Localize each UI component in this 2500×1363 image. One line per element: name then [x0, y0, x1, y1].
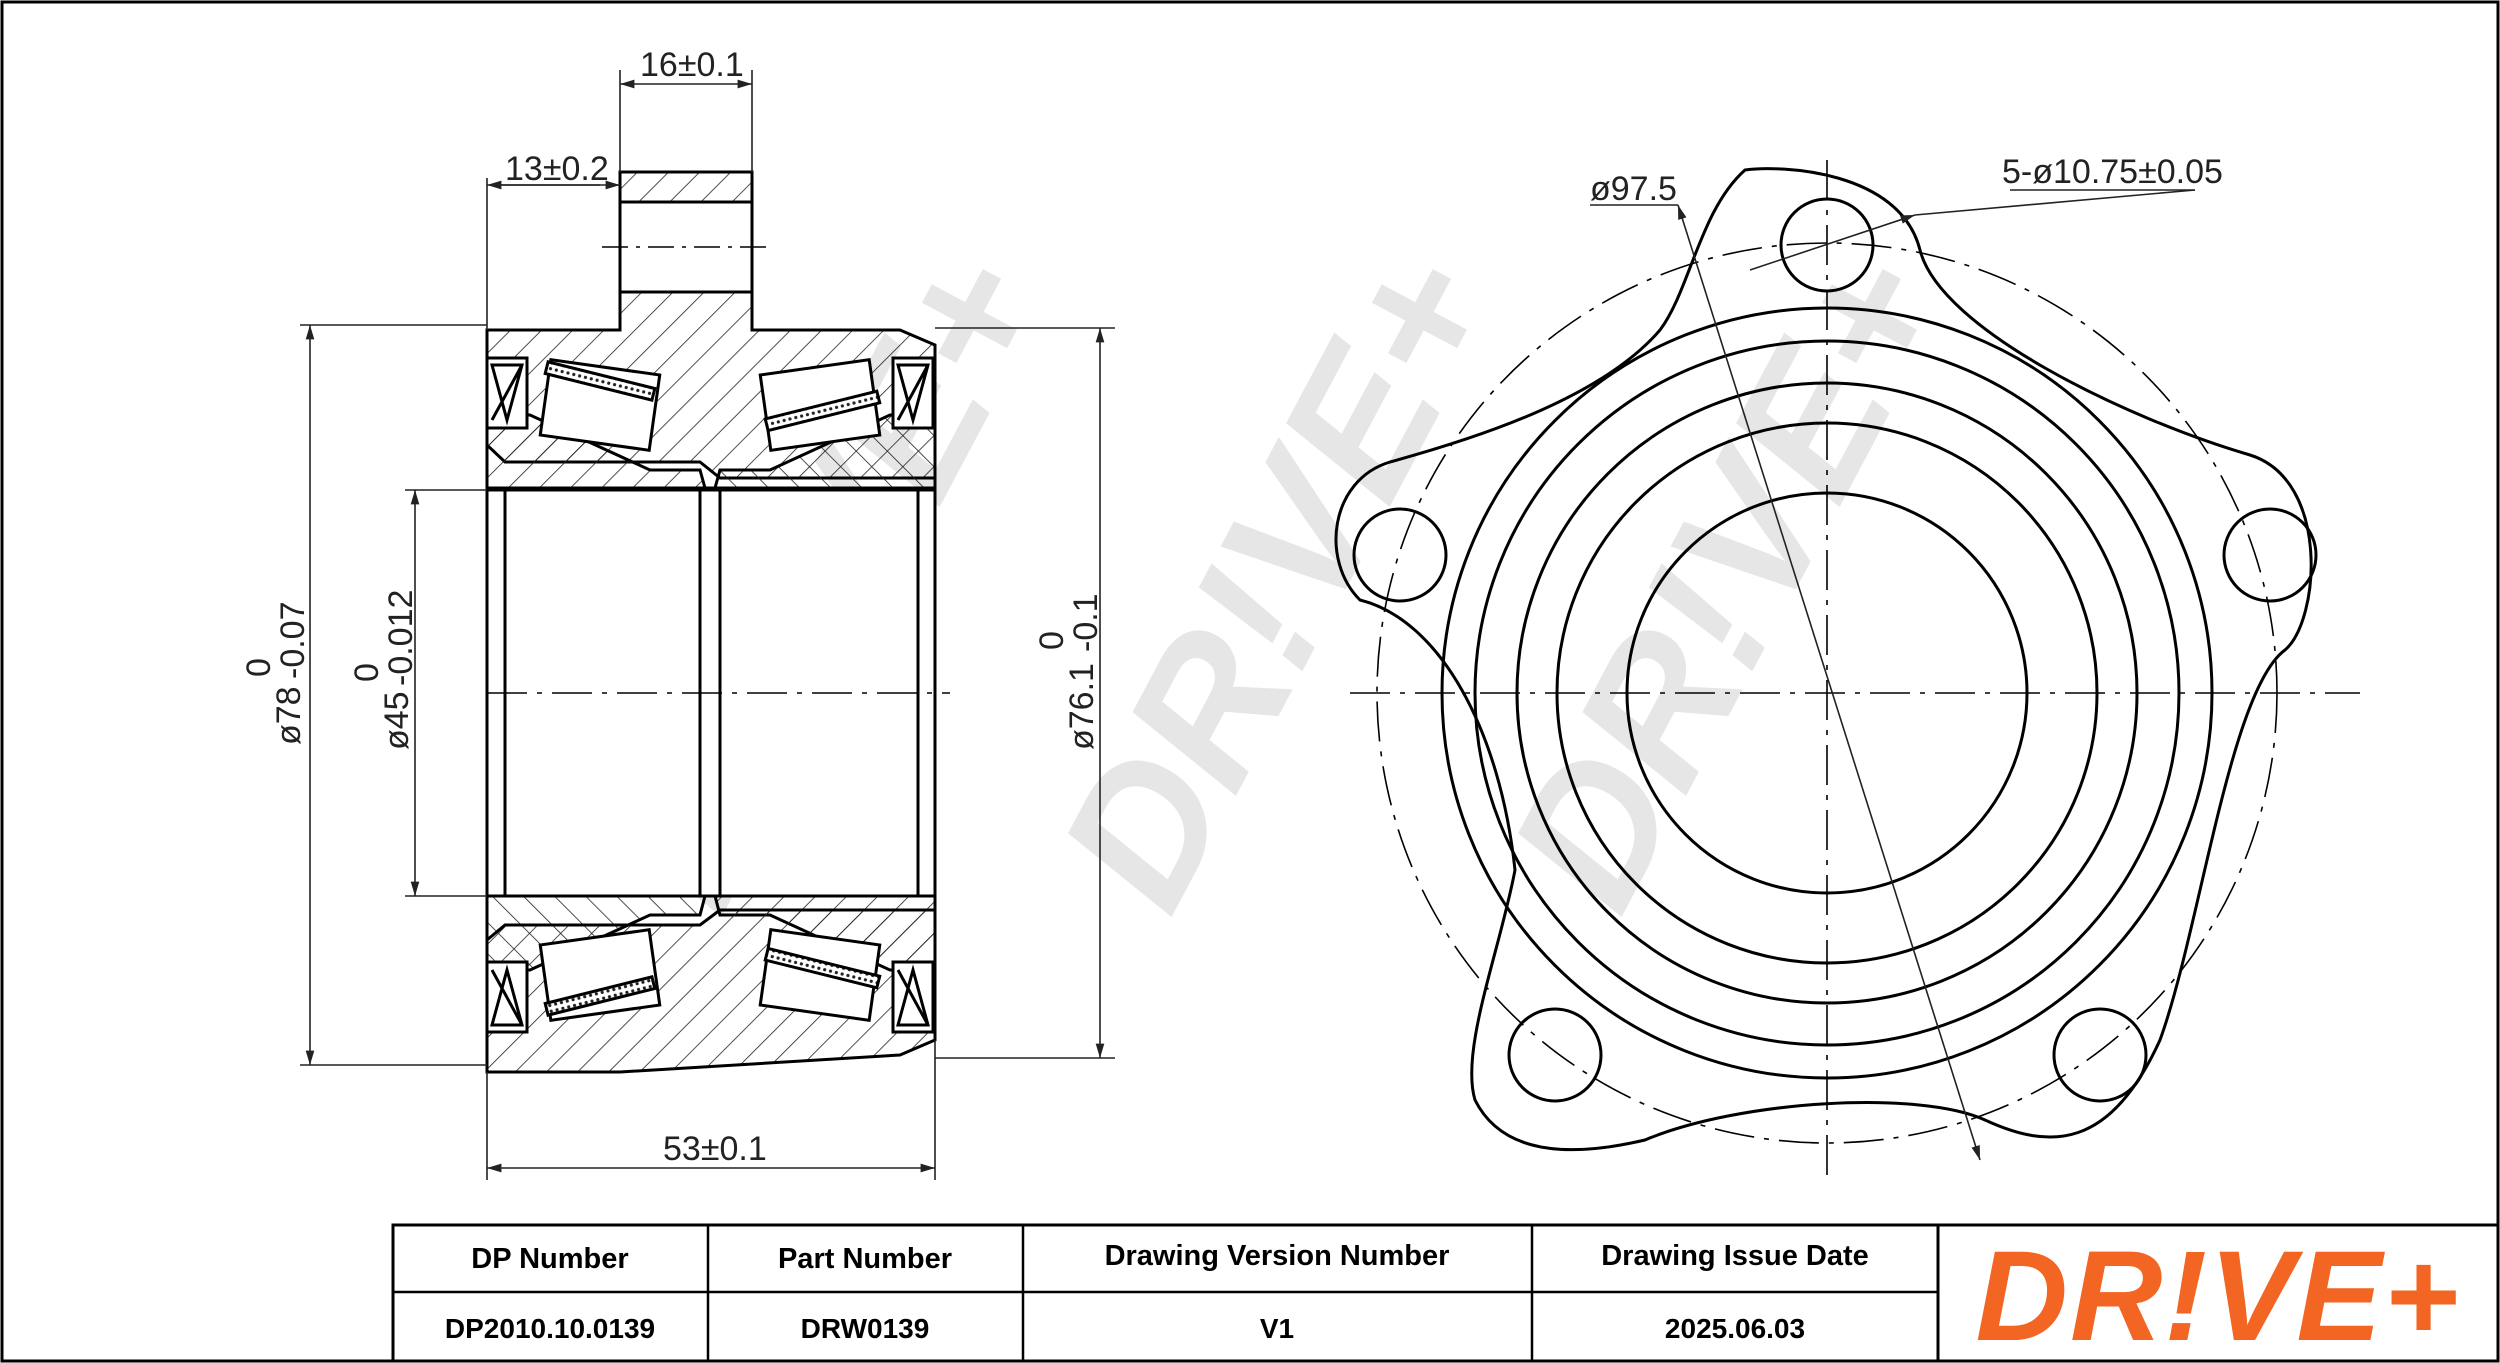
dim-pcd: ø97.5: [1590, 170, 1677, 208]
brand-logo: DR!VE+: [1976, 1225, 2461, 1363]
dim-outer-diameter: ø78: [270, 686, 308, 745]
section-view: [485, 170, 950, 1074]
value-issue-date: 2025.06.03: [1665, 1313, 1805, 1344]
dim-seat-tol-lo: -0.1: [1067, 593, 1105, 652]
dim-bore-tol-lo: -0.012: [382, 590, 420, 686]
dim-flange-offset: 13±0.2: [505, 150, 609, 188]
dim-bore-diameter: ø45: [378, 691, 416, 750]
section-dimensions: [300, 70, 1115, 1180]
dim-seat-diameter: ø76.1: [1063, 663, 1101, 750]
front-view-dimension-labels: ø97.5 5-ø10.75±0.05: [1590, 153, 2223, 208]
header-drawing-version: Drawing Version Number: [1105, 1240, 1450, 1272]
header-part-number: Part Number: [778, 1243, 952, 1275]
dim-seat-tol-up: 0: [1033, 631, 1071, 650]
value-drawing-version: V1: [1260, 1313, 1294, 1344]
value-dp-number: DP2010.10.0139: [445, 1313, 655, 1344]
watermark-text: DR!VE+: [1469, 220, 1986, 939]
dim-bore-tol-up: 0: [348, 663, 386, 682]
title-block: DP Number Part Number Drawing Version Nu…: [391, 1223, 2500, 1363]
section-dimension-labels: 16±0.1 13±0.2 53±0.1 ø78 0 -0.07 ø45 0 -…: [240, 46, 1105, 1168]
dim-bolt-holes: 5-ø10.75±0.05: [2002, 153, 2223, 191]
dim-flange-width: 16±0.1: [640, 46, 744, 84]
header-dp-number: DP Number: [471, 1243, 628, 1275]
dim-overall-width: 53±0.1: [663, 1130, 767, 1168]
front-view-dimensions: [1590, 189, 2196, 1161]
dim-outer-tol-lo: -0.07: [274, 602, 312, 680]
value-part-number: DRW0139: [801, 1313, 930, 1344]
dim-outer-tol-up: 0: [240, 658, 278, 677]
header-issue-date: Drawing Issue Date: [1601, 1240, 1869, 1272]
